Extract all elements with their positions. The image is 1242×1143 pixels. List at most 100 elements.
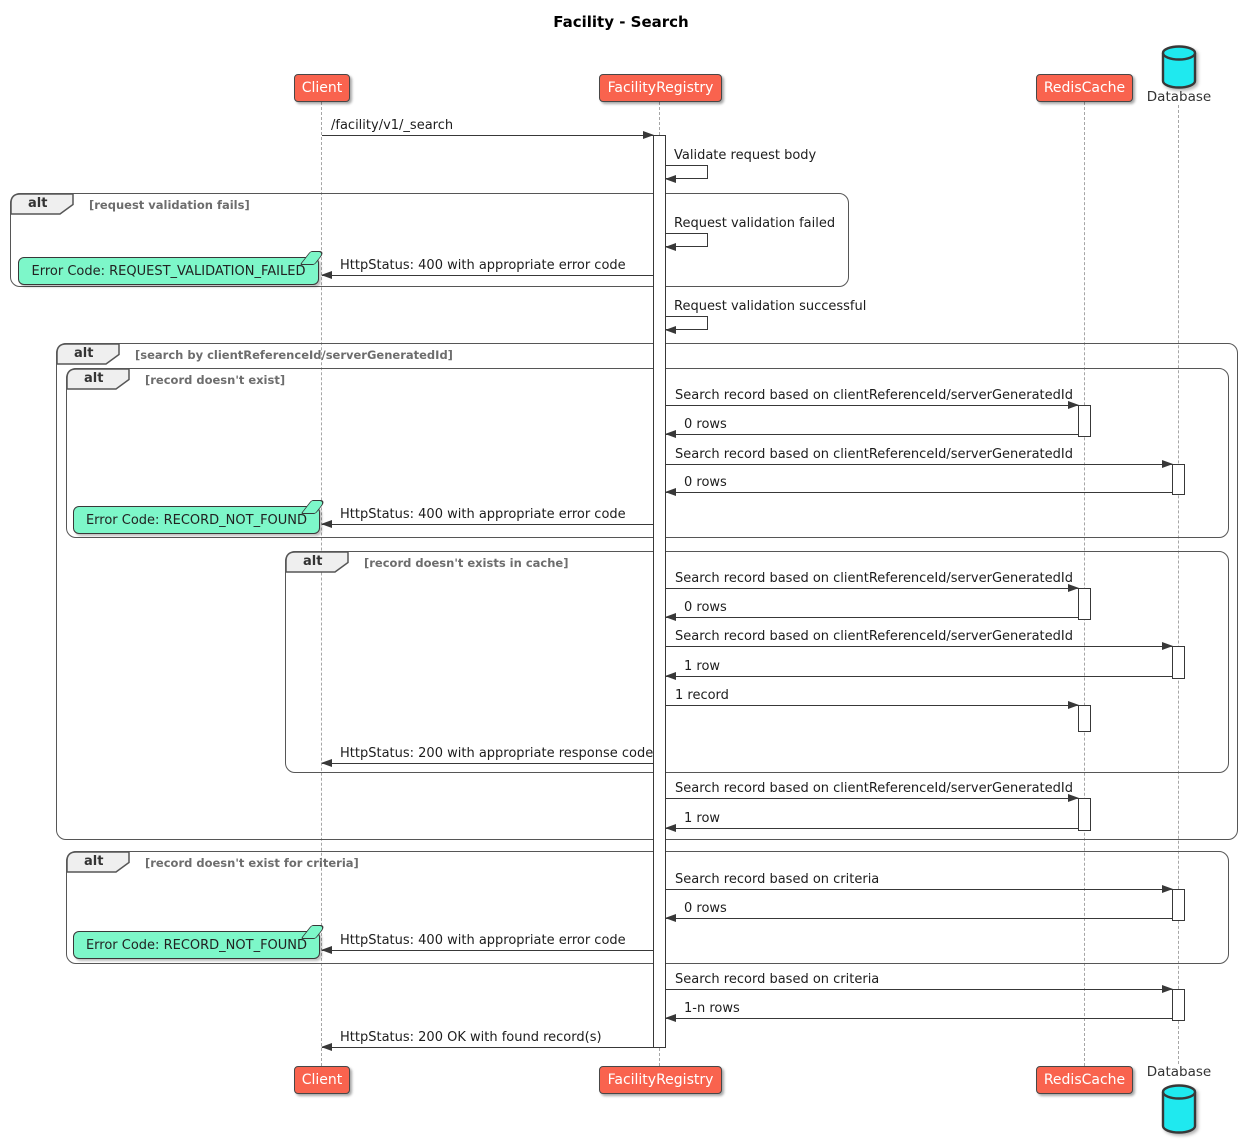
lifeline-client [321,102,322,1066]
message-label: Request validation successful [674,299,867,314]
message-label: Search record based on clientReferenceId… [675,447,1073,462]
activation-bar-database [1172,646,1185,679]
self-message-arrow: Request validation successful [665,299,866,335]
message-label: 0 rows [684,417,727,432]
message-label: Search record based on criteria [675,872,880,887]
message-label: HttpStatus: 400 with appropriate error c… [340,507,626,522]
self-message-arrow: Validate request body [665,148,816,184]
return-arrow: HttpStatus: 400 with appropriate error c… [321,933,653,954]
alt-condition: [search by clientReferenceId/serverGener… [135,348,453,362]
alt-fragment-request-validation-fails: alt [request validation fails] [9,192,849,287]
lifeline-rediscache [1084,102,1085,1066]
participant-client-bottom: Client [294,1066,350,1094]
participant-label: FacilityRegistry [607,80,714,96]
alt-operator-label: alt [84,854,104,869]
message-label: Request validation failed [674,216,836,231]
participant-label: Client [301,80,343,96]
participant-label: RedisCache [1043,1072,1126,1088]
message-arrow: Search record based on criteria [666,972,1173,993]
alt-condition: [record doesn't exist for criteria] [145,856,359,870]
alt-fragment-search-by-id: alt [search by clientReferenceId/serverG… [55,342,1238,840]
alt-operator-shape [65,850,130,873]
return-arrow: 1 row [665,811,1078,832]
self-message-arrow: Request validation failed [665,216,835,252]
alt-operator-shape [55,342,120,365]
message-label: Search record based on clientReferenceId… [675,629,1073,644]
alt-condition: [record doesn't exists in cache] [364,556,569,570]
note-text: Error Code: RECORD_NOT_FOUND [85,512,308,528]
alt-operator-shape [284,550,349,573]
participant-rediscache-top: RedisCache [1036,74,1133,102]
activation-bar-rediscache [1078,588,1091,620]
participant-label: RedisCache [1043,80,1126,96]
return-arrow: HttpStatus: 400 with appropriate error c… [321,258,653,279]
return-arrow: 0 rows [665,475,1172,496]
lifeline-database [1178,105,1179,1064]
alt-operator-shape [9,192,74,215]
error-note: Error Code: RECORD_NOT_FOUND [73,500,327,534]
participant-rediscache-bottom: RedisCache [1036,1066,1133,1094]
return-arrow: HttpStatus: 200 OK with found record(s) [321,1030,653,1051]
alt-operator-label: alt [28,196,48,211]
participant-database-top: Database [1146,89,1212,105]
activation-bar-facilityregistry [653,135,666,1048]
message-label: 1 row [684,659,721,674]
participant-facilityregistry-bottom: FacilityRegistry [599,1066,722,1094]
error-note: Error Code: REQUEST_VALIDATION_FAILED [18,251,326,285]
message-label: 0 rows [684,475,727,490]
message-arrow: Search record based on clientReferenceId… [666,388,1079,409]
return-arrow: HttpStatus: 200 with appropriate respons… [321,746,653,767]
message-label: HttpStatus: 200 OK with found record(s) [340,1030,602,1045]
participant-client-top: Client [294,74,350,102]
participant-label: FacilityRegistry [607,1072,714,1088]
alt-condition: [record doesn't exist] [145,373,286,387]
alt-condition: [request validation fails] [89,198,250,212]
diagram-title: Facility - Search [553,13,689,31]
participant-label: Client [301,1072,343,1088]
return-arrow: 0 rows [665,417,1078,438]
message-label: 1-n rows [684,1001,740,1016]
database-cylinder-icon [1160,1083,1198,1139]
activation-bar-rediscache [1078,705,1091,732]
message-arrow: Search record based on clientReferenceId… [666,571,1079,592]
message-label: Search record based on clientReferenceId… [675,781,1073,796]
alt-fragment-record-doesnt-exist: alt [record doesn't exist] [65,367,1229,538]
message-arrow: Search record based on criteria [666,872,1173,893]
message-arrow: Search record based on clientReferenceId… [666,447,1173,468]
message-label: Validate request body [674,148,817,163]
return-arrow: 1 row [665,659,1172,680]
activation-bar-database [1172,889,1185,921]
message-arrow: 1 record [666,688,1079,709]
alt-fragment-record-not-in-cache: alt [record doesn't exists in cache] [284,550,1229,773]
return-arrow: 0 rows [665,901,1172,922]
alt-operator-label: alt [74,346,94,361]
message-label: 1 row [684,811,721,826]
message-label: Search record based on clientReferenceId… [675,571,1073,586]
message-label: 0 rows [684,600,727,615]
error-note: Error Code: RECORD_NOT_FOUND [73,925,327,959]
activation-bar-rediscache [1078,798,1091,831]
participant-database-bottom: Database [1146,1064,1212,1080]
note-text: Error Code: RECORD_NOT_FOUND [85,937,308,953]
alt-operator-shape [65,367,130,390]
return-arrow: HttpStatus: 400 with appropriate error c… [321,507,653,528]
message-arrow: /facility/v1/_search [322,118,654,139]
message-label: Search record based on clientReferenceId… [675,388,1073,403]
message-label: HttpStatus: 400 with appropriate error c… [340,933,626,948]
alt-operator-label: alt [84,371,104,386]
alt-operator-label: alt [303,554,323,569]
message-label: /facility/v1/_search [331,118,454,133]
activation-bar-database [1172,464,1185,495]
activation-bar-database [1172,989,1185,1021]
alt-fragment-record-doesnt-exist-criteria: alt [record doesn't exist for criteria] [65,850,1229,964]
note-text: Error Code: REQUEST_VALIDATION_FAILED [31,263,306,279]
message-label: 1 record [675,688,729,703]
activation-bar-rediscache [1078,405,1091,437]
message-arrow: Search record based on clientReferenceId… [666,629,1173,650]
return-arrow: 0 rows [665,600,1078,621]
message-label: HttpStatus: 400 with appropriate error c… [340,258,626,273]
message-arrow: Search record based on clientReferenceId… [666,781,1079,802]
message-label: HttpStatus: 200 with appropriate respons… [340,746,654,761]
return-arrow: 1-n rows [665,1001,1172,1022]
